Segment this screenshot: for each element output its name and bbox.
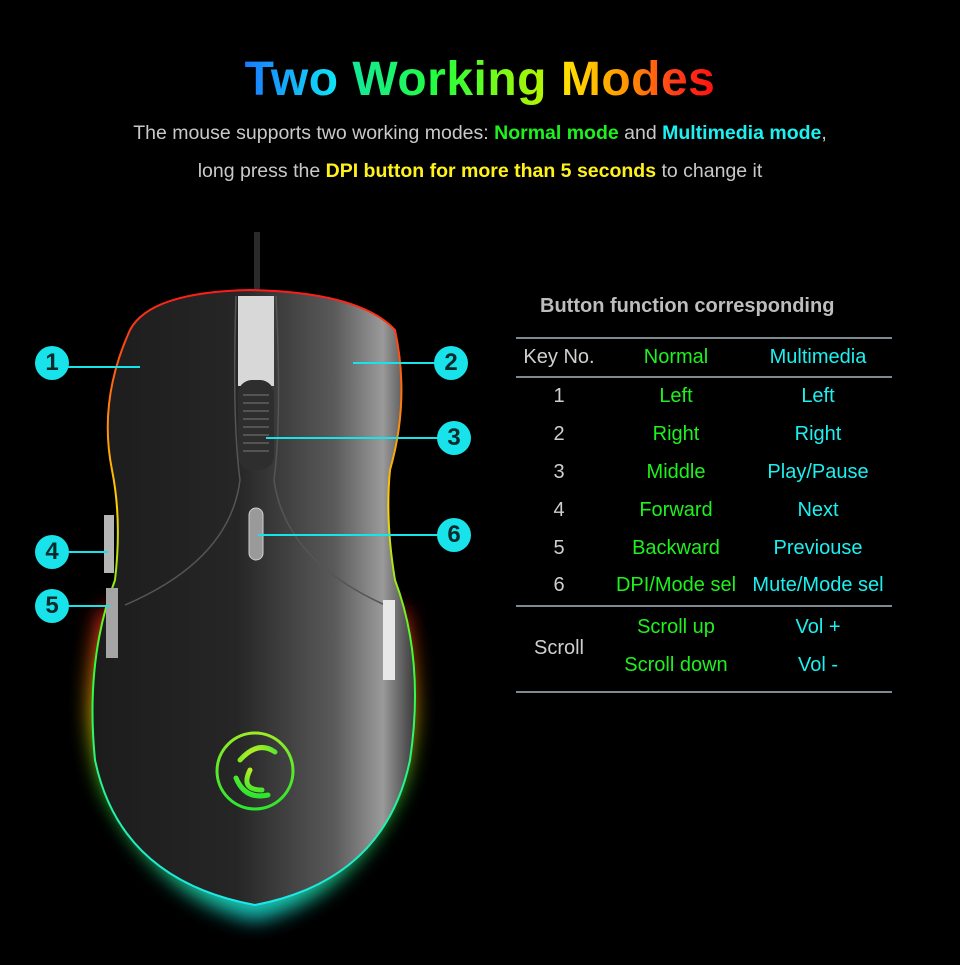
normal-cell: Middle — [646, 460, 706, 483]
table-row: 5 Backward Previouse — [516, 529, 892, 567]
callout-line-4 — [66, 551, 108, 553]
table-divider — [516, 690, 892, 693]
multimedia-cell: Mute/Mode sel — [752, 574, 884, 597]
subtitle-text: to change it — [656, 160, 763, 182]
subtitle-line-1: The mouse supports two working modes: No… — [0, 122, 960, 145]
callout-2: 2 — [434, 346, 468, 380]
subtitle-text: long press the — [197, 160, 326, 182]
key-cell: 6 — [553, 574, 565, 597]
key-cell: 4 — [553, 498, 565, 521]
callout-5: 5 — [35, 589, 69, 623]
table-divider — [516, 337, 892, 339]
scroll-rows: Scroll up Vol + Scroll down Vol - — [602, 607, 892, 691]
multimedia-cell: Play/Pause — [767, 460, 869, 483]
callout-line-2 — [353, 362, 437, 364]
table-row: 1 Left Left — [516, 378, 892, 416]
page-title: Two Working Modes — [0, 52, 960, 107]
normal-cell: Forward — [639, 498, 713, 521]
callout-1: 1 — [35, 346, 69, 380]
callout-line-6 — [258, 534, 440, 536]
table-divider — [516, 604, 892, 607]
subtitle-line-2: long press the DPI button for more than … — [0, 160, 960, 183]
table-row: Scroll up Vol + — [602, 609, 892, 647]
multimedia-cell: Left — [801, 385, 835, 408]
callout-line-1 — [66, 366, 140, 368]
scroll-key-cell: Scroll — [533, 637, 584, 660]
scroll-row-group: Scroll Scroll up Vol + Scroll down Vol - — [516, 607, 892, 691]
key-cell: 2 — [553, 423, 565, 446]
callout-4: 4 — [35, 535, 69, 569]
normal-cell: Left — [659, 385, 693, 408]
multimedia-cell: Right — [794, 423, 842, 446]
multimedia-cell: Vol - — [797, 654, 839, 677]
key-cell: 3 — [553, 460, 565, 483]
normal-cell: Right — [652, 423, 700, 446]
key-cell: 5 — [553, 536, 565, 559]
callout-line-3 — [266, 437, 440, 439]
normal-cell: Scroll up — [637, 616, 715, 639]
normal-cell: DPI/Mode sel — [615, 574, 737, 597]
mouse-body-graphic — [90, 232, 416, 920]
title-word-two: Two — [244, 53, 339, 106]
normal-cell: Scroll down — [624, 654, 728, 677]
key-cell: 1 — [553, 385, 565, 408]
callout-3: 3 — [437, 421, 471, 455]
table-row: Scroll down Vol - — [602, 647, 892, 685]
table-title: Button function corresponding — [540, 295, 835, 317]
table-divider — [516, 376, 892, 378]
button-function-table: Key No. Normal Multimedia 1 Left Left 2 … — [516, 337, 892, 693]
table-header-row: Key No. Normal Multimedia — [516, 339, 892, 376]
multimedia-cell: Previouse — [773, 536, 863, 559]
callout-line-5 — [66, 605, 110, 607]
header-key-no: Key No. — [523, 346, 595, 368]
header-normal: Normal — [643, 346, 709, 368]
subtitle-text: The mouse supports two working modes: — [133, 122, 495, 144]
multimedia-cell: Vol + — [795, 616, 841, 639]
subtitle-text: , — [821, 122, 827, 144]
dpi-instruction-highlight: DPI button for more than 5 seconds — [325, 160, 657, 182]
multimedia-cell: Next — [797, 498, 839, 521]
mouse-illustration: 1 2 3 4 5 6 — [35, 232, 471, 920]
header-multimedia: Multimedia — [769, 346, 867, 368]
table-row: 3 Middle Play/Pause — [516, 454, 892, 492]
multimedia-mode-label: Multimedia mode — [662, 122, 822, 144]
title-word-working: Working — [352, 53, 547, 106]
table-row: 2 Right Right — [516, 416, 892, 454]
subtitle-text: and — [618, 122, 663, 144]
callout-6: 6 — [437, 518, 471, 552]
table-row: 6 DPI/Mode sel Mute/Mode sel — [516, 567, 892, 605]
normal-mode-label: Normal mode — [494, 122, 619, 144]
normal-cell: Backward — [632, 536, 720, 559]
table-row: 4 Forward Next — [516, 491, 892, 529]
title-word-modes: Modes — [560, 53, 716, 106]
